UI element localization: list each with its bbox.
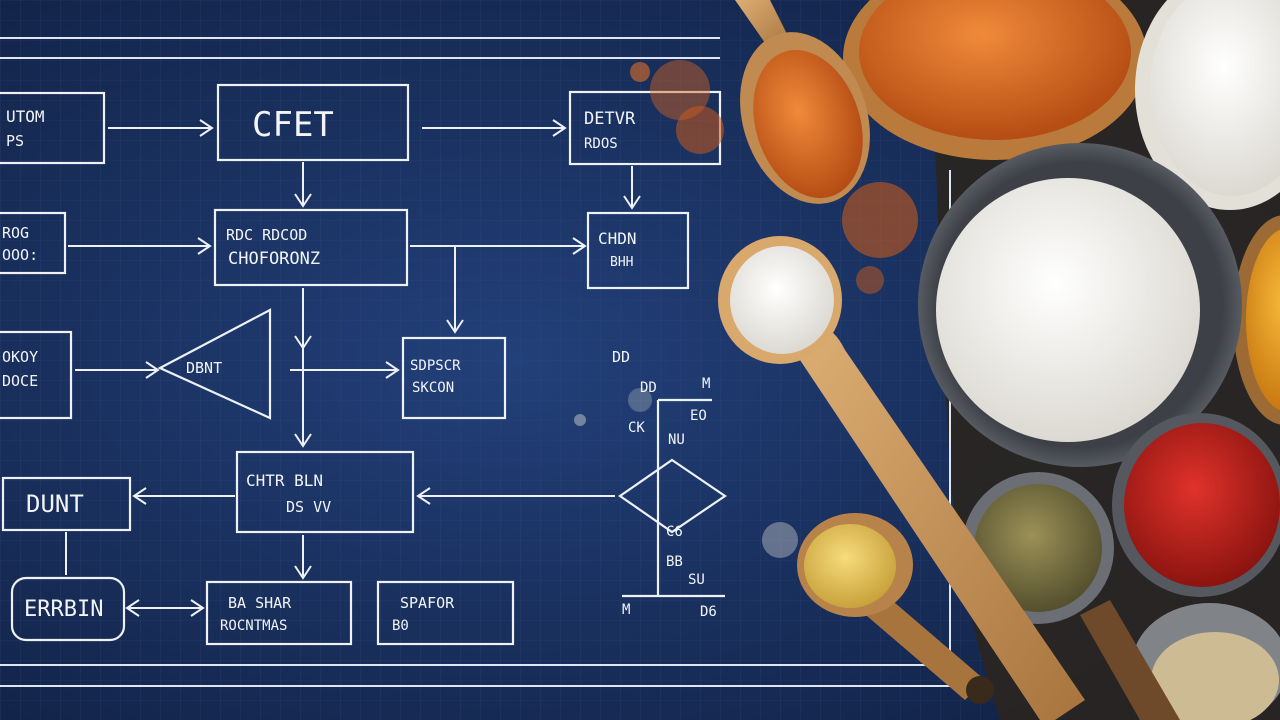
box-mid-right (586, 211, 690, 290)
box-bottom-center (235, 450, 415, 534)
label-mid-center-2: CHOFORONZ (228, 249, 320, 269)
label-top-left-1: UTOM (6, 107, 45, 126)
box-triangle (157, 308, 272, 420)
box-footer-center (205, 580, 353, 646)
spice-dust (574, 60, 918, 558)
note-4: EO (690, 408, 707, 424)
label-footer-right-1: SPAFOR (400, 594, 455, 612)
note-2: DD (640, 380, 657, 396)
label-footer-center-2: ROCNTMAS (220, 618, 287, 634)
paprika-spoon (735, 0, 870, 204)
label-mid-left-2: OOO: (2, 246, 38, 264)
spice-jar (1132, 603, 1280, 720)
flour-steel-bowl (918, 143, 1242, 467)
box-bottom-left (1, 476, 132, 532)
box-lower-left (0, 330, 73, 420)
flowchart-labels: UTOM PS CFET DETVR RDOS ROG OOO: RDC RDC… (2, 105, 717, 634)
label-bottom-center-1: CHTR BLN (246, 471, 323, 490)
flour-bowl-top (1135, 0, 1280, 210)
label-footer-center-1: BA SHAR (228, 594, 292, 612)
chili-bowl (1112, 413, 1280, 597)
box-mid-left (0, 211, 67, 275)
label-top-right-1: DETVR (584, 109, 636, 129)
mustard-spoon (797, 513, 994, 704)
label-top-left-2: PS (6, 132, 24, 150)
salt-spoon (718, 236, 1085, 720)
paprika-bowl (843, 0, 1147, 160)
label-mid-left-1: ROG (2, 224, 29, 242)
label-bottom-round: ERRBIN (24, 597, 103, 622)
label-lower-right-1: SDPSCR (410, 358, 461, 374)
label-footer-right-2: B0 (392, 618, 409, 634)
box-lower-right (401, 336, 507, 420)
label-top-center: CFET (252, 105, 334, 145)
note-5: CK (628, 420, 645, 436)
turmeric-bowl (1233, 215, 1280, 425)
box-bottom-round (10, 576, 126, 642)
note-9: SU (688, 572, 705, 588)
label-lower-left-1: OKOY (2, 348, 38, 366)
label-lower-left-2: DOCE (2, 372, 38, 390)
box-top-center (216, 83, 410, 162)
note-11: D6 (700, 604, 717, 620)
note-10: M (622, 602, 630, 618)
box-mid-center (213, 208, 409, 287)
note-7: C6 (666, 524, 683, 540)
box-top-left (0, 91, 106, 165)
label-triangle: DBNT (186, 359, 222, 377)
label-mid-center-1: RDC RDCOD (226, 226, 307, 244)
decision-diamond (618, 458, 727, 534)
label-bottom-left: DUNT (26, 490, 84, 518)
flowchart-connectors (65, 119, 641, 617)
label-lower-right-2: SKCON (412, 380, 454, 396)
label-mid-right-1: CHDN (598, 229, 637, 248)
flowchart-boxes (0, 83, 727, 646)
note-6: NU (668, 432, 685, 448)
box-footer-right (376, 580, 515, 646)
label-bottom-center-2: DS VV (286, 498, 331, 516)
label-mid-right-2: BHH (610, 255, 633, 270)
note-8: BB (666, 554, 683, 570)
note-3: M (702, 376, 710, 392)
note-1: DD (612, 348, 630, 366)
wooden-handle (1080, 600, 1180, 720)
label-top-right-2: RDOS (584, 136, 618, 152)
